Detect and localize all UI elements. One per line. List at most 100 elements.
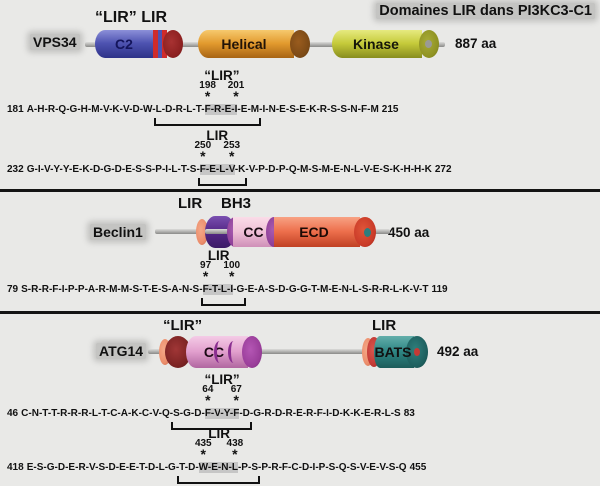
residue: L — [392, 284, 399, 295]
residue-number-mark: 435* — [194, 438, 212, 462]
ecd-cylinder-body — [274, 217, 360, 247]
helical-cylinder-body — [198, 30, 294, 58]
domain-cc-label: CC — [243, 224, 264, 240]
residue: S — [289, 104, 296, 115]
residue: T — [422, 284, 429, 295]
residue: S — [189, 164, 197, 175]
residue: M — [109, 284, 118, 295]
residue: E — [151, 284, 159, 295]
residue: L — [186, 104, 193, 115]
atg14-length: 492 aa — [437, 344, 479, 359]
residue: E — [333, 164, 341, 175]
residue: M — [91, 104, 100, 115]
residue: K — [424, 164, 432, 175]
residue: R — [98, 284, 106, 295]
residue: Q — [58, 104, 67, 115]
residue: Q — [288, 164, 297, 175]
residue: T — [139, 462, 145, 473]
c2-end-cap — [163, 30, 183, 58]
residue: E — [119, 462, 126, 473]
residue: Q — [161, 408, 170, 419]
residue: E — [296, 408, 303, 419]
residue: S — [268, 284, 275, 295]
residue: H — [414, 164, 422, 175]
residue: K — [309, 104, 317, 115]
residue: Y — [223, 408, 230, 419]
residue: M — [321, 164, 330, 175]
residue: L — [171, 164, 178, 175]
residue: E — [224, 104, 232, 115]
residue: R — [175, 104, 183, 115]
residue: E — [364, 408, 371, 419]
residue: R — [47, 104, 56, 115]
residue: R — [371, 284, 379, 295]
residue-number-mark: 198* — [199, 80, 216, 104]
residue: I — [37, 164, 41, 175]
lir-motif-bracket — [200, 298, 247, 306]
residue: F — [52, 284, 59, 295]
residue: D — [165, 104, 173, 115]
domain-helical: Helical — [198, 30, 310, 58]
cc-coil-mark-1 — [214, 341, 225, 363]
residue: I — [312, 462, 316, 473]
residue: R — [382, 284, 390, 295]
residue: L — [231, 462, 238, 473]
cc-end-cap-atg14 — [242, 336, 262, 368]
residue: G — [236, 284, 245, 295]
residue: R — [41, 284, 49, 295]
beclin1-length: 450 aa — [388, 225, 430, 240]
residue: S — [330, 104, 338, 115]
residue: R — [271, 462, 279, 473]
residue: R — [264, 408, 272, 419]
residue: A — [120, 408, 128, 419]
residue: E — [125, 164, 132, 175]
residue: G — [46, 462, 55, 473]
ecd-cap-dot — [364, 228, 371, 237]
domain-helical-label: Helical — [221, 36, 267, 52]
residue: T — [195, 104, 202, 115]
residue: T — [179, 462, 185, 473]
seq-lir-label: “LIR” — [204, 68, 240, 83]
residue: K — [82, 164, 90, 175]
seq-lir-label: “LIR” — [204, 372, 240, 387]
residue: S — [21, 284, 28, 295]
residue: N — [341, 284, 349, 295]
residue: I — [234, 104, 238, 115]
bats-cap-dot — [414, 348, 420, 356]
residue: P — [318, 462, 326, 473]
residue: T — [51, 408, 57, 419]
residue: L — [220, 284, 228, 295]
residue: S — [173, 408, 180, 419]
residue: D — [274, 408, 283, 419]
residue: L — [91, 408, 98, 419]
domain-kinase-label: Kinase — [353, 36, 399, 52]
domain-kinase: Kinase — [332, 30, 439, 58]
residue-number-mark: 201* — [227, 80, 245, 104]
residue: R — [70, 408, 78, 419]
residue: D — [57, 462, 66, 473]
residue: W — [198, 462, 208, 473]
residue: S — [311, 164, 319, 175]
residue: C — [21, 408, 29, 419]
kinase-cap-dot — [425, 40, 432, 48]
atg14-lir-quoted-label: “LIR” — [163, 317, 203, 334]
residue: F — [204, 408, 211, 419]
residue: A — [26, 104, 34, 115]
c2-cylinder-body — [95, 30, 157, 58]
residue: G — [168, 462, 176, 473]
residue: E — [26, 462, 34, 473]
residue: S — [382, 164, 390, 175]
residue: F — [233, 408, 240, 419]
residue: S — [328, 462, 336, 473]
residue: D — [92, 164, 101, 175]
residue: R — [78, 462, 86, 473]
residue: P — [67, 284, 75, 295]
residue: G — [299, 284, 308, 295]
residue: K — [238, 164, 246, 175]
vps34-length: 887 aa — [455, 36, 497, 51]
residue: I — [326, 408, 329, 419]
